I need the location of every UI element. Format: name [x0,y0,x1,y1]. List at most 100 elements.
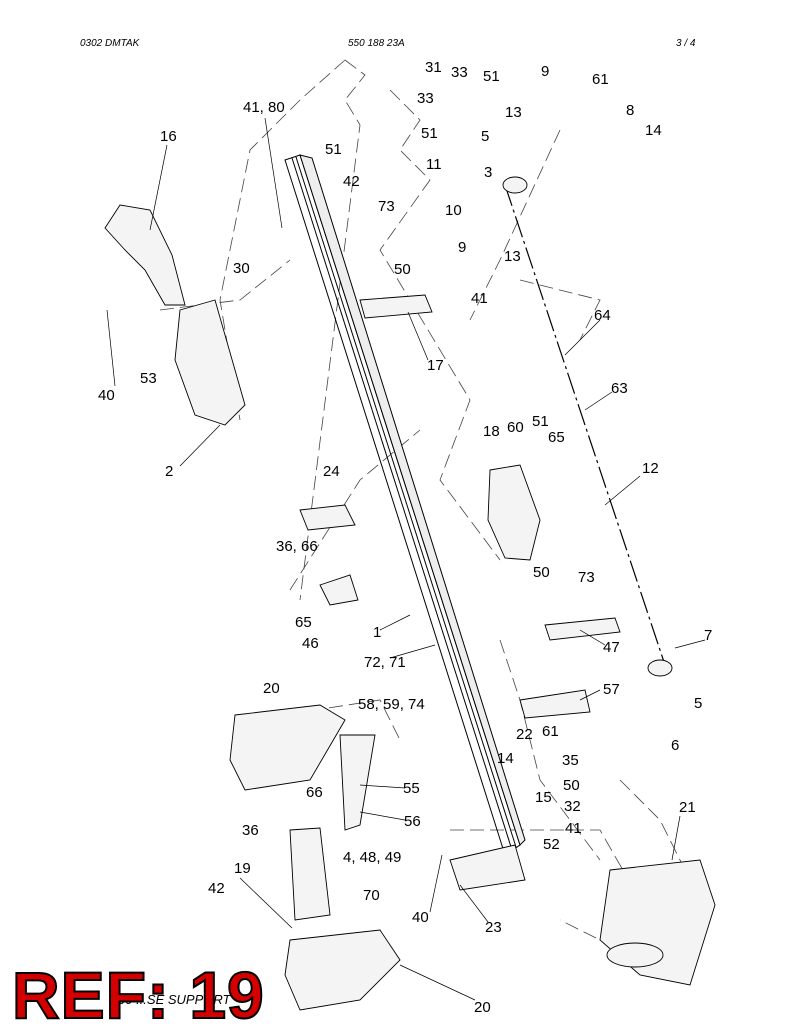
label-10: 10 [445,202,462,219]
part-55-arm [339,734,376,831]
label-13: 13 [505,104,522,121]
label-52: 52 [543,836,560,853]
label-8: 8 [626,102,634,119]
label-14: 14 [645,122,662,139]
label-57: 57 [603,681,620,698]
label-7: 7 [704,627,712,644]
label-24: 24 [323,463,340,480]
label-36-66: 36, 66 [276,538,318,555]
label-56: 56 [404,813,421,830]
label-30: 30 [233,260,250,277]
label-61b: 61 [542,723,559,740]
label-12: 12 [642,460,659,477]
label-42: 42 [343,173,360,190]
part-20-lower-unit [284,929,401,1011]
label-50c: 50 [563,777,580,794]
label-36: 36 [242,822,259,839]
label-40: 40 [98,387,115,404]
label-33: 33 [451,64,468,81]
label-11: 11 [426,156,442,173]
label-31: 31 [425,59,442,76]
part-47-bracket [544,617,621,641]
part-18-motor [487,464,541,561]
part-shapes [104,176,716,1011]
label-18: 18 [483,423,500,440]
label-65b: 65 [295,614,312,631]
label-6: 6 [671,737,679,754]
part-16-bracket [104,204,186,306]
label-41-80: 41, 80 [243,99,285,116]
label-51b: 51 [483,68,500,85]
part-46-bracket [319,574,359,606]
label-70: 70 [363,887,380,904]
label-15: 15 [535,789,552,806]
header-right: 3 / 4 [676,38,696,49]
part-3-pulley [502,176,528,194]
label-64: 64 [594,307,611,324]
label-21: 21 [679,799,696,816]
main-rail [284,154,526,856]
label-9b: 9 [458,239,466,256]
part-20-upper-unit [229,704,346,791]
label-50b: 50 [533,564,550,581]
label-16: 16 [160,128,177,145]
part-70-cover [289,827,331,921]
label-50: 50 [394,261,411,278]
part-labels: 41, 80 16 51 42 73 50 30 40 53 2 17 31 3… [98,59,712,1016]
label-40b: 40 [412,909,429,926]
drive-chain [504,184,666,666]
label-51c: 51 [421,125,438,142]
label-1: 1 [373,624,381,641]
label-72-71: 72, 71 [364,654,406,671]
label-17: 17 [427,357,444,374]
label-13b: 13 [504,248,521,265]
label-23: 23 [485,919,502,936]
label-20: 20 [263,680,280,697]
label-61: 61 [592,71,609,88]
label-4-48-49: 4, 48, 49 [343,849,401,866]
label-73b: 73 [578,569,595,586]
part-21-unit [599,859,716,986]
part-57-bracket [519,689,591,719]
ref-badge: REF: 19 [11,958,265,1032]
label-14b: 14 [497,750,514,767]
label-2: 2 [165,463,173,480]
label-3: 3 [484,164,492,181]
label-35: 35 [562,752,579,769]
header-left: 0302 DMTAK [80,38,140,49]
assembly-outlines [159,59,701,961]
footer-text: 00 ...SE SUPPORT [118,992,231,1007]
part-23-mount [449,844,526,891]
label-32: 32 [564,798,581,815]
label-41b: 41 [565,820,582,837]
label-19: 19 [234,860,251,877]
label-63: 63 [611,380,628,397]
label-22: 22 [516,726,533,743]
label-9: 9 [541,63,549,80]
part-5-pulley [647,659,673,677]
label-46: 46 [302,635,319,652]
label-55: 55 [403,780,420,797]
header-center: 550 188 23A [348,38,405,49]
label-5b: 5 [694,695,702,712]
label-5: 5 [481,128,489,145]
leader-lines [106,117,706,1001]
label-41: 41 [471,290,488,307]
label-53: 53 [140,370,157,387]
label-60: 60 [507,419,524,436]
part-21-port [606,942,664,968]
part-2-carriage [174,299,246,426]
label-51: 51 [325,141,342,158]
label-66: 66 [306,784,323,801]
label-47: 47 [603,639,620,656]
label-33b: 33 [417,90,434,107]
label-73: 73 [378,198,395,215]
part-17-bracket [359,294,433,319]
label-58-59-74: 58, 59, 74 [358,696,425,713]
label-51d: 51 [532,413,549,430]
part-24-plate [299,504,356,531]
label-42b: 42 [208,880,225,897]
label-20b: 20 [474,999,491,1016]
label-65: 65 [548,429,565,446]
